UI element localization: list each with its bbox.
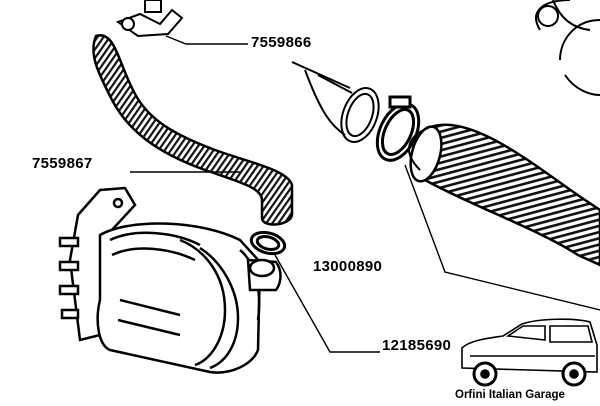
part-label-lower-hose: 7559867 xyxy=(32,155,93,172)
pipe-connector xyxy=(291,61,380,143)
small-clamp xyxy=(249,230,287,256)
corrugated-air-duct xyxy=(408,123,600,267)
part-label-small-clamp: 12185690 xyxy=(382,337,452,354)
part-label-upper-hose: 7559866 xyxy=(251,34,312,51)
hose-fitting xyxy=(115,0,184,38)
band-clamp xyxy=(375,95,421,162)
leader-lines xyxy=(130,35,600,353)
part-label-clamp: 13000890 xyxy=(313,258,383,275)
watermark-text: Orfini Italian Garage xyxy=(455,389,565,401)
heater-blower-motor xyxy=(58,186,282,374)
car-logo xyxy=(461,318,598,387)
engine-fragment xyxy=(535,0,600,96)
upper-bent-hose xyxy=(92,34,294,226)
